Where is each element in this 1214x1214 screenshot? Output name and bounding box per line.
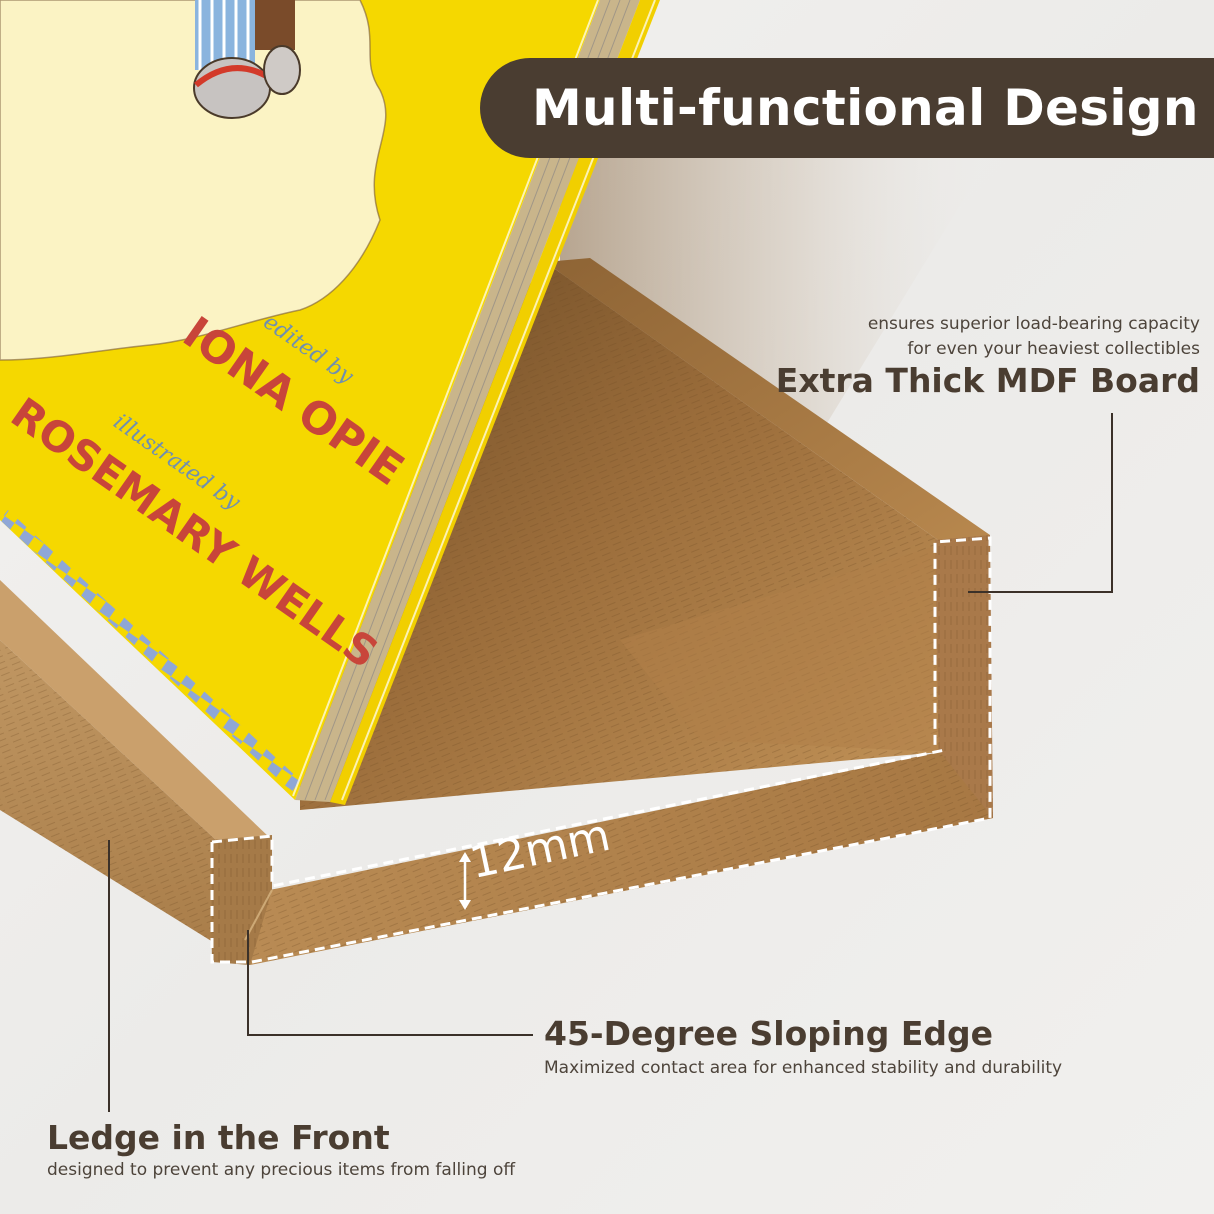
callout-sloping-edge: 45-Degree Sloping Edge Maximized contact… xyxy=(544,1014,1063,1081)
callout-slope-title: 45-Degree Sloping Edge xyxy=(544,1014,993,1053)
title-banner: Multi-functional Design xyxy=(480,58,1214,158)
callout-slope-description: Maximized contact area for enhanced stab… xyxy=(544,1058,1063,1079)
callout-ledge-description: designed to prevent any precious items f… xyxy=(47,1160,516,1181)
page-title: Multi-functional Design xyxy=(532,79,1199,137)
callout-front-ledge: Ledge in the Front designed to prevent a… xyxy=(47,1118,516,1183)
callout-mdf-description-line-1: ensures superior load-bearing capacity xyxy=(867,314,1200,334)
callout-mdf-description-line-2: for even your heaviest collectibles xyxy=(907,338,1200,359)
callout-mdf-title: Extra Thick MDF Board xyxy=(775,361,1200,401)
callout-ledge-title: Ledge in the Front xyxy=(47,1118,390,1157)
callout-mdf-board: ensures superior load-bearing capacity f… xyxy=(776,312,1200,400)
